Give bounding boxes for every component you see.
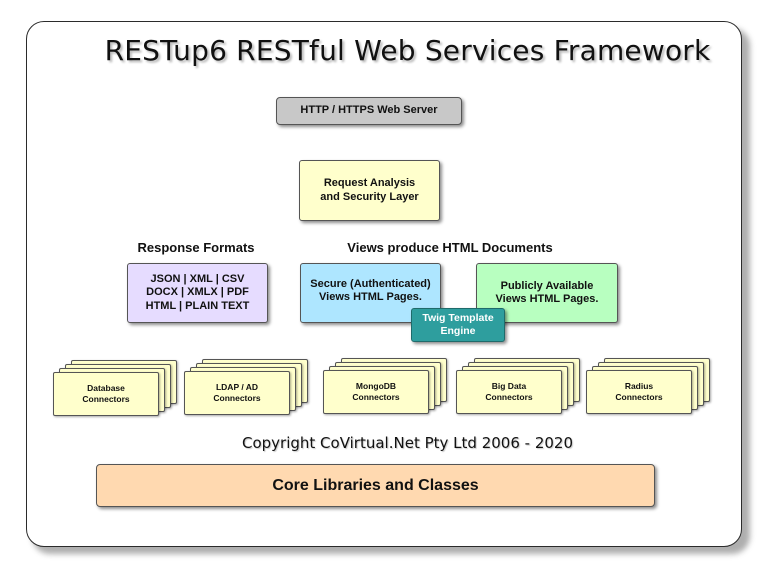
response-formats-heading: Response Formats [137, 240, 255, 255]
database-connectors-label: Database Connectors [53, 372, 159, 416]
database-connectors-stack: Database Connectors [53, 360, 177, 418]
mongodb-connectors-label: MongoDB Connectors [323, 370, 429, 414]
response-formats-box: JSON | XML | CSV DOCX | XMLX | PDF HTML … [127, 263, 268, 323]
big-data-connectors-stack: Big Data Connectors [456, 358, 580, 416]
web-server-box: HTTP / HTTPS Web Server [276, 97, 462, 125]
public-views-label: Publicly Available Views HTML Pages. [495, 279, 599, 305]
ldap-ad-connectors-label: LDAP / AD Connectors [184, 371, 290, 415]
secure-views-label: Secure (Authenticated) Views HTML Pages. [310, 278, 431, 304]
request-analysis-label: Request Analysis and Security Layer [320, 177, 419, 203]
core-libraries-label: Core Libraries and Classes [272, 476, 479, 494]
radius-connectors-label: Radius Connectors [586, 370, 692, 414]
big-data-connectors-label: Big Data Connectors [456, 370, 562, 414]
radius-connectors-stack: Radius Connectors [586, 358, 710, 416]
web-server-label: HTTP / HTTPS Web Server [300, 104, 438, 117]
core-libraries-box: Core Libraries and Classes [96, 464, 655, 507]
copyright-text: Copyright CoVirtual.Net Pty Ltd 2006 - 2… [242, 434, 573, 452]
diagram-title: RESTup6 RESTful Web Services Framework [104, 34, 711, 67]
twig-template-engine-box: Twig Template Engine [411, 308, 505, 342]
mongodb-connectors-stack: MongoDB Connectors [323, 358, 447, 416]
views-heading: Views produce HTML Documents [347, 240, 553, 255]
twig-template-engine-label: Twig Template Engine [422, 312, 494, 337]
response-formats-label: JSON | XML | CSV DOCX | XMLX | PDF HTML … [145, 273, 250, 312]
request-analysis-box: Request Analysis and Security Layer [299, 160, 440, 221]
ldap-ad-connectors-stack: LDAP / AD Connectors [184, 359, 308, 417]
public-views-box: Publicly Available Views HTML Pages. [476, 263, 618, 323]
